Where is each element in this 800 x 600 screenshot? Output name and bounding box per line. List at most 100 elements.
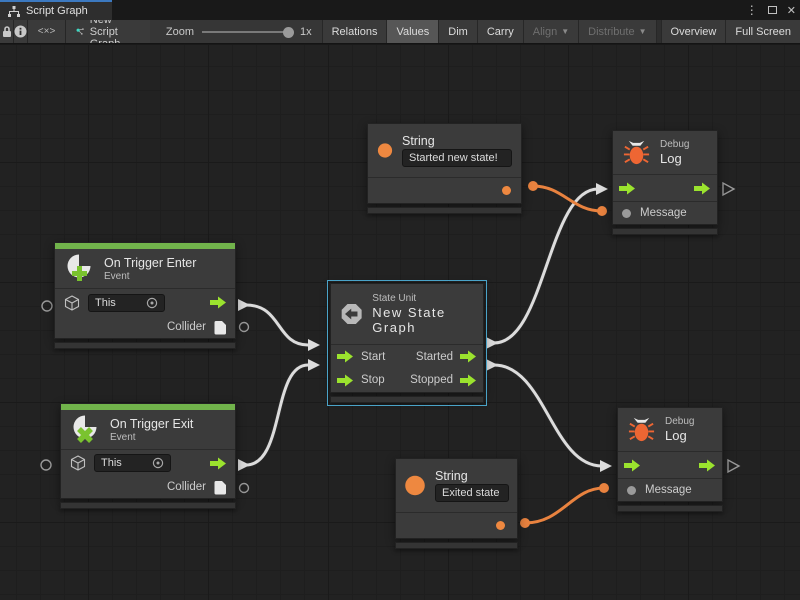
toolbar-separator	[27, 20, 28, 43]
port-log-top-out[interactable]	[722, 181, 736, 197]
node-title: New State Graph	[372, 305, 446, 335]
toggle-label: Overview	[670, 25, 717, 38]
object-picker-icon[interactable]	[152, 457, 164, 469]
tab-script-graph[interactable]: Script Graph	[0, 0, 112, 20]
node-title: On Trigger Enter	[104, 255, 197, 270]
flow-in-port[interactable]	[337, 350, 354, 363]
node-footer	[54, 342, 236, 349]
node-kicker: Debug	[660, 139, 690, 150]
code-view-button[interactable]: <×>	[27, 20, 66, 43]
value-wires[interactable]	[524, 184, 605, 525]
gameobject-cube-icon	[70, 455, 86, 471]
collider-output-icon[interactable]	[214, 480, 227, 495]
flow-in-port[interactable]	[619, 182, 636, 195]
message-input-port[interactable]	[627, 485, 636, 495]
message-input-port[interactable]	[622, 208, 631, 218]
gameobject-cube-icon	[64, 294, 80, 311]
string-literal-icon	[377, 143, 393, 158]
port-exit-collider[interactable]	[238, 482, 250, 494]
wire-started-to-log[interactable]	[493, 187, 599, 345]
port-enter-target[interactable]	[41, 300, 53, 312]
node-string-top[interactable]: String Started new state!	[367, 123, 522, 214]
flow-out-port[interactable]	[210, 296, 227, 309]
bug-icon	[623, 140, 650, 165]
script-graph-icon	[76, 28, 84, 35]
flow-out-port[interactable]	[460, 374, 477, 387]
object-picker-icon[interactable]	[146, 297, 158, 309]
dropdown-align[interactable]: Align ▼	[522, 20, 579, 43]
node-subtitle: Event	[104, 270, 130, 282]
flow-in-port[interactable]	[337, 374, 354, 387]
node-on-trigger-exit[interactable]: On Trigger Exit Event This Collider	[60, 403, 236, 509]
wire-string-to-message-top[interactable]	[532, 184, 603, 213]
port-exit-target[interactable]	[40, 459, 52, 471]
string-output-port[interactable]	[496, 521, 505, 530]
target-value: This	[101, 457, 122, 469]
zoom-slider-track	[201, 30, 292, 33]
flow-wire-caps	[238, 183, 612, 472]
on-trigger-exit-icon	[73, 414, 101, 443]
wire-enter-to-start[interactable]	[245, 303, 309, 347]
string-value: Started new state!	[409, 152, 498, 164]
toggle-full-screen[interactable]: Full Screen	[725, 20, 800, 43]
string-output-port[interactable]	[502, 186, 511, 195]
port-label: Stopped	[410, 374, 453, 386]
zoom-slider[interactable]	[201, 26, 294, 38]
node-title: Log	[660, 151, 682, 166]
toolbar-separator	[65, 20, 66, 43]
lock-button[interactable]	[0, 20, 14, 43]
string-literal-icon	[405, 475, 425, 496]
event-accent-bar	[55, 243, 235, 249]
wire-stopped-to-log[interactable]	[493, 363, 603, 468]
chevron-down-icon: ▼	[561, 27, 570, 36]
port-enter-collider[interactable]	[238, 321, 250, 333]
toggle-label: Align	[532, 25, 558, 38]
port-label: Collider	[167, 481, 206, 493]
node-title: String	[435, 469, 468, 483]
node-string-bottom[interactable]: String Exited state	[395, 458, 518, 549]
port-log-bottom-out[interactable]	[727, 458, 741, 474]
wire-exit-to-stop[interactable]	[245, 363, 309, 467]
target-object-field[interactable]: This	[94, 454, 171, 472]
toggle-overview[interactable]: Overview	[660, 20, 726, 43]
target-object-field[interactable]: This	[88, 293, 165, 312]
flow-out-port[interactable]	[694, 182, 711, 195]
flow-wires[interactable]	[245, 187, 603, 468]
flow-out-port[interactable]	[210, 457, 227, 470]
flow-out-port[interactable]	[699, 459, 716, 472]
toolbar-separator	[13, 20, 14, 43]
event-accent-bar	[61, 404, 235, 410]
port-label: Stop	[361, 374, 385, 386]
info-button[interactable]	[13, 20, 28, 43]
wire-string-to-message-bottom[interactable]	[524, 486, 605, 525]
node-title: On Trigger Exit	[110, 416, 194, 431]
close-icon[interactable]: ✕	[786, 4, 796, 17]
target-value: This	[95, 296, 116, 309]
node-state-unit[interactable]: State Unit New State Graph Start Started…	[327, 280, 487, 406]
flow-out-port[interactable]	[460, 350, 477, 363]
toggle-values[interactable]: Values	[386, 20, 439, 43]
node-debug-log-bottom[interactable]: Debug Log Message	[617, 407, 723, 512]
lock-icon	[2, 26, 11, 37]
toggle-carry[interactable]: Carry	[476, 20, 523, 43]
dropdown-distribute[interactable]: Distribute ▼	[578, 20, 656, 43]
toggle-relations[interactable]: Relations	[321, 20, 387, 43]
menu-dots-icon[interactable]: ⋮	[745, 3, 758, 17]
tab-title: Script Graph	[26, 5, 88, 17]
flow-in-port[interactable]	[624, 459, 641, 472]
node-debug-log-top[interactable]: Debug Log Message	[612, 130, 718, 235]
string-value-field[interactable]: Started new state!	[402, 149, 512, 167]
zoom-slider-handle[interactable]	[282, 26, 294, 38]
collider-output-icon[interactable]	[214, 320, 227, 335]
chevron-down-icon: ▼	[638, 27, 647, 36]
node-on-trigger-enter[interactable]: On Trigger Enter Event This Collide	[54, 242, 236, 349]
toggle-label: Distribute	[588, 25, 635, 38]
hierarchy-icon	[8, 5, 20, 17]
port-label: Message	[640, 207, 687, 219]
zoom-label: Zoom	[165, 25, 194, 38]
toggle-dim[interactable]: Dim	[438, 20, 477, 43]
maximize-icon[interactable]	[767, 6, 777, 14]
external-ports[interactable]	[40, 181, 741, 494]
string-value-field[interactable]: Exited state	[435, 484, 509, 502]
graph-breadcrumb-button[interactable]: New Script Graph	[65, 20, 150, 43]
